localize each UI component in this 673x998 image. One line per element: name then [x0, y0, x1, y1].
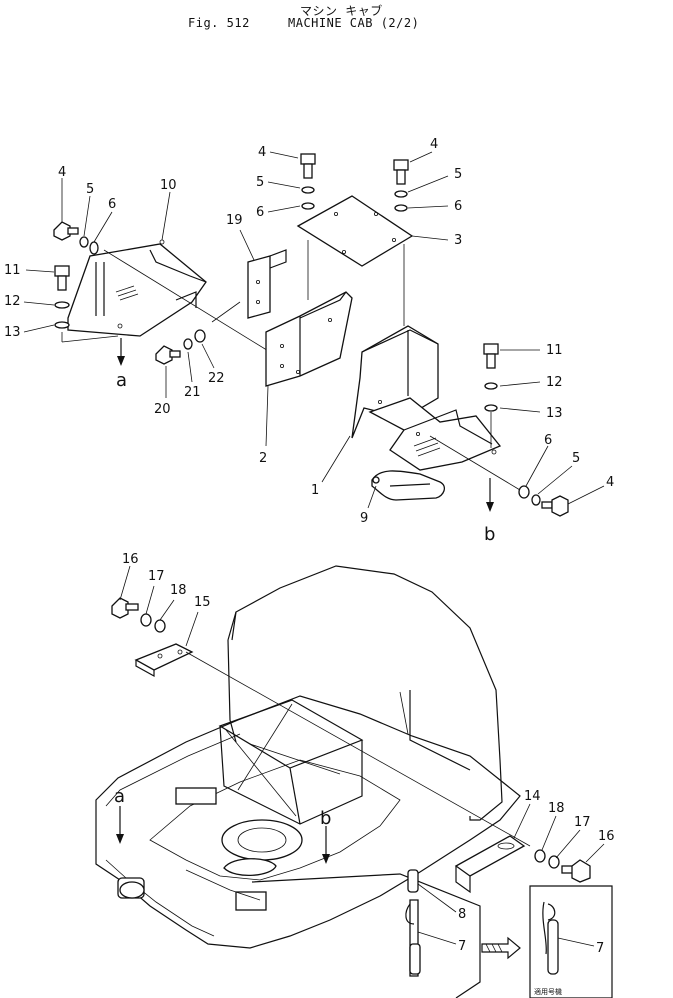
left-cover-assembly — [53, 221, 271, 366]
callout-13: 13 — [546, 406, 563, 421]
callout-12: 12 — [546, 375, 563, 390]
callout-12: 12 — [4, 294, 21, 309]
bolt-20-assembly — [155, 329, 206, 365]
callout-21: 21 — [184, 385, 201, 400]
callout-5: 5 — [256, 175, 264, 190]
bolt-11-right — [483, 343, 499, 412]
bracket-15-assembly — [111, 597, 531, 847]
cover-plate-10 — [67, 243, 207, 337]
callout-13: 13 — [4, 325, 21, 340]
callout-4: 4 — [258, 145, 266, 160]
callout-20: 20 — [154, 402, 171, 417]
callout-17: 17 — [574, 815, 591, 830]
callout-15: 15 — [194, 595, 211, 610]
callout-8: 8 — [458, 907, 466, 922]
figure-number: Fig. 512 — [188, 16, 250, 30]
callout-17: 17 — [148, 569, 165, 584]
callout-19: 19 — [226, 213, 243, 228]
rod-7-detail-box — [481, 885, 613, 998]
callout-5: 5 — [572, 451, 580, 466]
arrow-label-a: a — [116, 370, 127, 391]
bolt-4-left — [53, 221, 99, 255]
bolt-4-center — [300, 153, 316, 210]
callout-18: 18 — [170, 583, 187, 598]
callout-6: 6 — [454, 199, 462, 214]
revolving-frame — [95, 695, 521, 949]
arrow-label-b-lower: b — [320, 808, 331, 829]
callout-16: 16 — [598, 829, 615, 844]
callout-7-detail: 7 — [596, 941, 604, 956]
handle-9 — [371, 470, 446, 501]
callout-4: 4 — [430, 137, 438, 152]
callout-1: 1 — [311, 483, 319, 498]
callout-10: 10 — [160, 178, 177, 193]
callout-22: 22 — [208, 371, 225, 386]
callout-18: 18 — [548, 801, 565, 816]
callout-14: 14 — [524, 789, 541, 804]
callout-9: 9 — [360, 511, 368, 526]
callout-3: 3 — [454, 233, 462, 248]
bracket-19 — [247, 255, 271, 319]
callout-7: 7 — [458, 939, 466, 954]
arrow-label-a-lower: a — [114, 786, 125, 807]
callout-labels: 4 5 6 10 11 12 13 a 4 5 6 19 20 21 22 2 … — [4, 137, 615, 996]
bolt-4-right — [393, 159, 409, 212]
callout-2: 2 — [259, 451, 267, 466]
callout-6: 6 — [108, 197, 116, 212]
callout-4: 4 — [58, 165, 66, 180]
leader-lines — [23, 151, 605, 947]
figure-header: マシン キャブ Fig. 512 MACHINE CAB (2/2) — [0, 0, 673, 40]
arrow-label-b: b — [484, 524, 495, 545]
swing-ring — [221, 819, 303, 861]
bolt-4-bottom — [518, 485, 569, 517]
japanese-title: マシン キャブ — [300, 4, 383, 18]
callout-11: 11 — [4, 263, 21, 278]
callout-6: 6 — [256, 205, 264, 220]
right-cover-assembly — [296, 159, 569, 517]
figure-title: MACHINE CAB (2/2) — [288, 16, 420, 30]
panel-2 — [265, 291, 353, 387]
callout-5: 5 — [454, 167, 462, 182]
callout-6: 6 — [544, 433, 552, 448]
callout-4: 4 — [606, 475, 614, 490]
support-box-frame — [218, 699, 364, 825]
callout-5: 5 — [86, 182, 94, 197]
rod-7-pin-8 — [251, 869, 481, 998]
center-panel-assembly — [155, 153, 353, 387]
bracket-14-assembly — [454, 835, 591, 894]
callout-16: 16 — [122, 552, 139, 567]
cab-and-frame — [95, 565, 521, 949]
detail-caption: 適用号機 — [534, 987, 562, 996]
bolt-11-left — [54, 265, 70, 329]
callout-11: 11 — [546, 343, 563, 358]
cab-shell — [227, 565, 503, 821]
